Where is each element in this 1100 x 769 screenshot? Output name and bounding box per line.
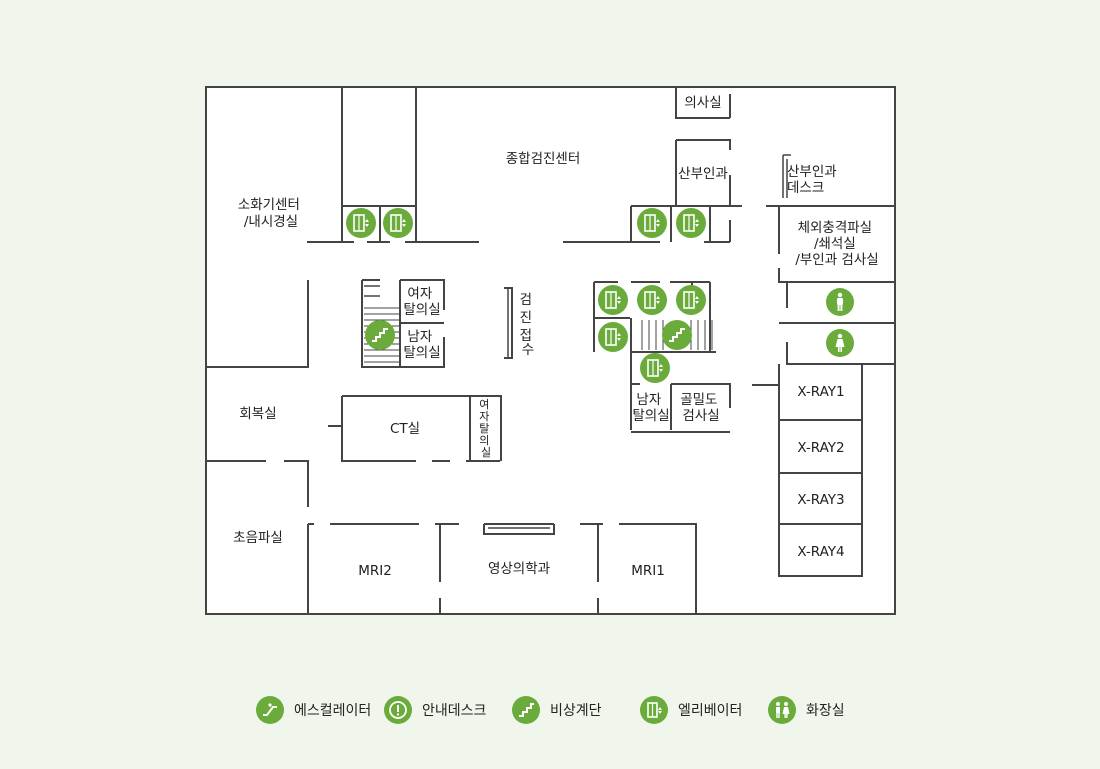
elevator-icon[interactable] bbox=[639, 352, 671, 384]
legend-label: 비상계단 bbox=[550, 703, 602, 719]
room-obgyn[interactable]: 산부인과 bbox=[678, 166, 728, 182]
room-women-locker-2[interactable]: 여 자 탈 의 실 bbox=[479, 398, 493, 459]
elevator-icon[interactable] bbox=[675, 207, 707, 239]
room-radiology[interactable]: 영상의학과 bbox=[488, 561, 550, 577]
legend-elevator: 엘리베이터 bbox=[640, 696, 742, 724]
legend-label: 화장실 bbox=[806, 703, 845, 719]
room-mri1[interactable]: MRI1 bbox=[631, 563, 665, 579]
restroom-icon bbox=[768, 696, 796, 724]
room-labels: 소화기센터 /내시경실 종합검진센터 의사실 산부인과 산부인과 데스크 체외충… bbox=[233, 95, 879, 579]
room-bone-density[interactable]: 골밀도 검사실 bbox=[680, 392, 722, 424]
room-doctor[interactable]: 의사실 bbox=[684, 95, 721, 111]
info-desk-icon bbox=[384, 696, 412, 724]
room-xray1[interactable]: X-RAY1 bbox=[797, 384, 844, 400]
elevator-icon bbox=[640, 696, 668, 724]
legend-restroom: 화장실 bbox=[768, 696, 845, 724]
emergency-stairs-icon[interactable] bbox=[661, 319, 693, 351]
elevator-icon[interactable] bbox=[636, 207, 668, 239]
walls bbox=[206, 87, 895, 614]
map-legend: 에스컬레이터 안내데스크 비상계단 엘리베이터 화장실 bbox=[0, 696, 1100, 726]
room-obgyn-desk[interactable]: 산부인과 데스크 bbox=[787, 164, 841, 196]
room-xray2[interactable]: X-RAY2 bbox=[797, 440, 844, 456]
thin-walls bbox=[364, 154, 791, 529]
room-mri2[interactable]: MRI2 bbox=[358, 563, 392, 579]
elevator-icon[interactable] bbox=[345, 207, 377, 239]
room-women-locker-1[interactable]: 여자 탈의실 bbox=[403, 286, 440, 318]
elevator-icon[interactable] bbox=[597, 321, 629, 353]
room-health-center[interactable]: 종합검진센터 bbox=[506, 151, 581, 167]
legend-emergency-stairs: 비상계단 bbox=[512, 696, 602, 724]
room-ct[interactable]: CT실 bbox=[390, 421, 420, 437]
room-men-locker-2[interactable]: 남자 탈의실 bbox=[632, 392, 669, 424]
emergency-stairs-icon[interactable] bbox=[364, 319, 396, 351]
womens-restroom-icon[interactable] bbox=[826, 329, 854, 357]
room-ultrasound[interactable]: 초음파실 bbox=[233, 530, 283, 546]
room-xray3[interactable]: X-RAY3 bbox=[797, 492, 844, 508]
elevator-icon[interactable] bbox=[675, 284, 707, 316]
emergency-stairs-icon bbox=[512, 696, 540, 724]
room-endoscopy[interactable]: 소화기센터 /내시경실 bbox=[238, 197, 304, 230]
legend-escalator: 에스컬레이터 bbox=[256, 696, 371, 724]
legend-label: 에스컬레이터 bbox=[294, 703, 372, 719]
legend-label: 엘리베이터 bbox=[678, 703, 743, 719]
elevator-icon[interactable] bbox=[597, 284, 629, 316]
room-eswl[interactable]: 체외충격파실 /쇄석실 /부인과 검사실 bbox=[795, 220, 878, 268]
elevator-icon[interactable] bbox=[382, 207, 414, 239]
mens-restroom-icon[interactable] bbox=[826, 288, 854, 316]
floor-plate bbox=[205, 86, 896, 615]
room-recovery[interactable]: 회복실 bbox=[239, 406, 276, 422]
room-checkup-reception[interactable]: 검 진 접 수 bbox=[520, 292, 537, 358]
legend-label: 안내데스크 bbox=[422, 703, 487, 719]
room-xray4[interactable]: X-RAY4 bbox=[797, 544, 844, 560]
legend-info-desk: 안내데스크 bbox=[384, 696, 486, 724]
escalator-icon bbox=[256, 696, 284, 724]
elevator-icon[interactable] bbox=[636, 284, 668, 316]
room-men-locker-1[interactable]: 남자 탈의실 bbox=[403, 329, 440, 361]
